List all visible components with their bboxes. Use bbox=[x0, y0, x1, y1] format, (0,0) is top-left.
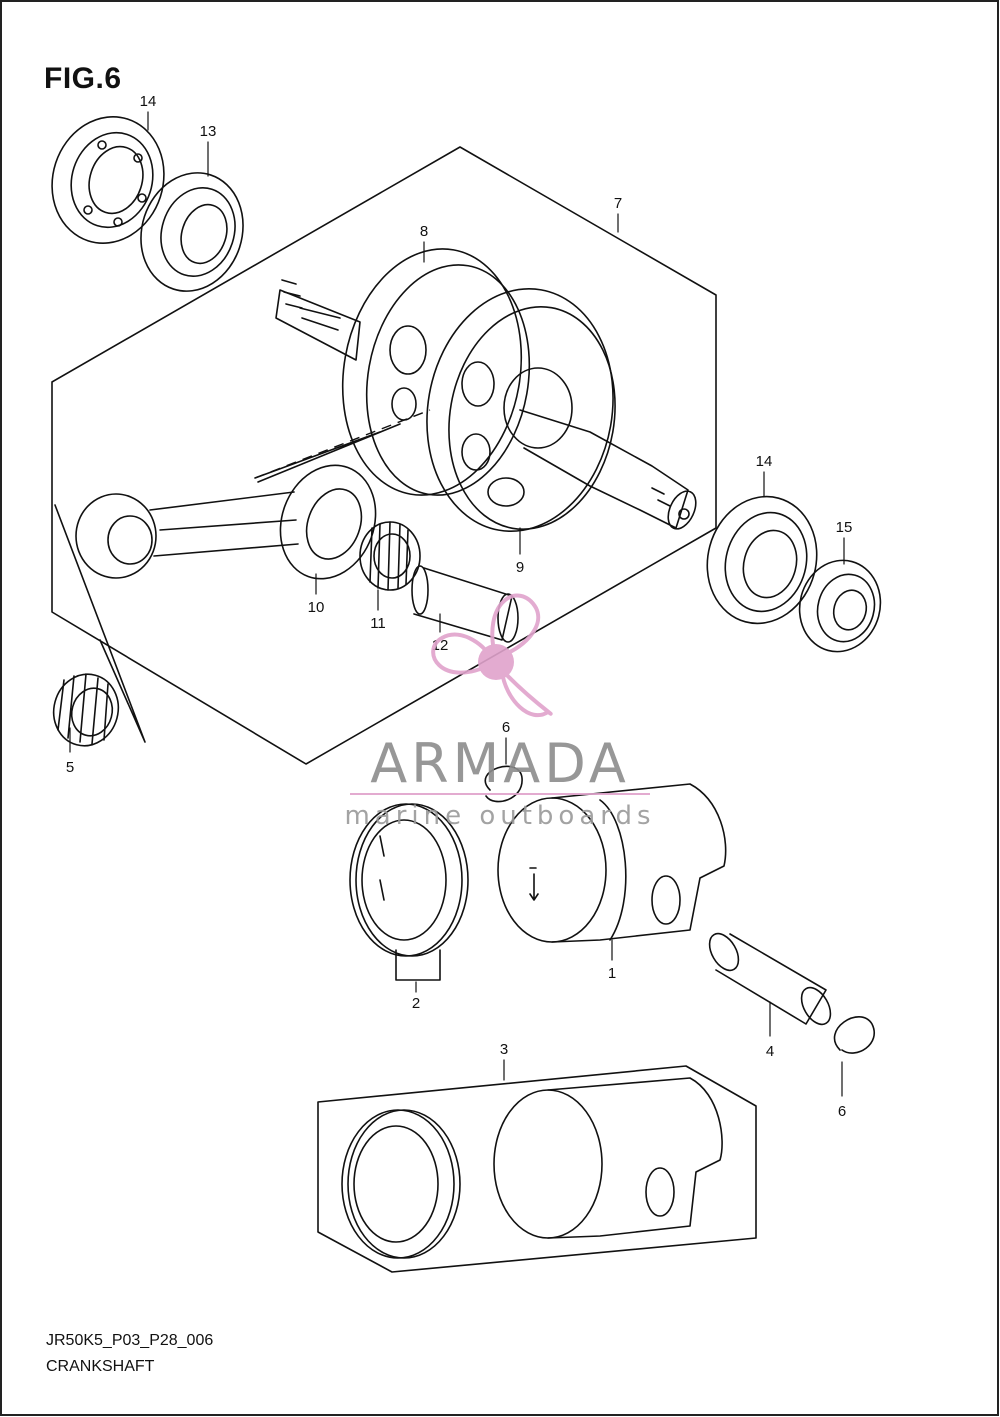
hidden-lines bbox=[254, 409, 431, 479]
callout-7: 7 bbox=[614, 195, 622, 212]
crank-web-8 bbox=[341, 248, 531, 496]
crankshaft-left-journal bbox=[275, 279, 361, 361]
assembly-cut-corner bbox=[54, 504, 146, 743]
watermark-tagline: marine outboards bbox=[344, 801, 655, 831]
callout-5: 5 bbox=[66, 759, 74, 776]
armada-watermark: ARMADA marine outboards bbox=[344, 593, 655, 831]
leader-lines bbox=[69, 111, 845, 1097]
needle-bearing-5 bbox=[52, 673, 120, 747]
oil-seal-13 bbox=[140, 172, 244, 292]
callout-9: 9 bbox=[516, 559, 524, 576]
callout-14-top: 14 bbox=[140, 93, 157, 110]
diagram-code: JR50K5_P03_P28_006 bbox=[46, 1332, 214, 1349]
callout-6-upper: 6 bbox=[502, 719, 510, 736]
needle-bearing-11 bbox=[359, 521, 421, 591]
callout-8: 8 bbox=[420, 223, 428, 240]
callout-11: 11 bbox=[370, 615, 386, 632]
watermark-brand: ARMADA bbox=[370, 732, 630, 795]
bearing-14-right bbox=[706, 495, 818, 625]
callout-4: 4 bbox=[766, 1043, 774, 1060]
bearing-14-top bbox=[51, 116, 165, 244]
figure-title: FIG.6 bbox=[44, 62, 122, 95]
callout-13: 13 bbox=[200, 123, 217, 140]
crank-web-9 bbox=[426, 287, 616, 533]
circlip-6-lower bbox=[833, 1016, 875, 1054]
crank-pin-12 bbox=[411, 565, 519, 643]
connecting-rod-10 bbox=[75, 423, 401, 580]
piston-pin-4 bbox=[708, 932, 832, 1026]
crankshaft-assembly-outline bbox=[51, 146, 717, 765]
callout-2: 2 bbox=[412, 995, 420, 1012]
callout-10: 10 bbox=[308, 599, 325, 616]
piston-rings-2 bbox=[349, 803, 469, 981]
callout-6-lower: 6 bbox=[838, 1103, 846, 1120]
callout-14-right: 14 bbox=[756, 453, 773, 470]
crankshaft-right-journal bbox=[519, 409, 697, 530]
callout-3: 3 bbox=[500, 1041, 508, 1058]
oil-seal-15 bbox=[798, 559, 882, 653]
section-name: CRANKSHAFT bbox=[46, 1358, 155, 1375]
piston-set-3-piston bbox=[493, 1077, 723, 1239]
propeller-hub-icon bbox=[478, 644, 514, 680]
piston-set-3-rings bbox=[341, 1109, 461, 1259]
piston-1 bbox=[497, 783, 727, 943]
propeller-logo-icon bbox=[431, 593, 553, 718]
callout-15: 15 bbox=[836, 519, 853, 536]
circlip-6-upper bbox=[484, 765, 523, 803]
callout-1: 1 bbox=[608, 965, 616, 982]
piston-set-3-outline bbox=[317, 1065, 757, 1273]
